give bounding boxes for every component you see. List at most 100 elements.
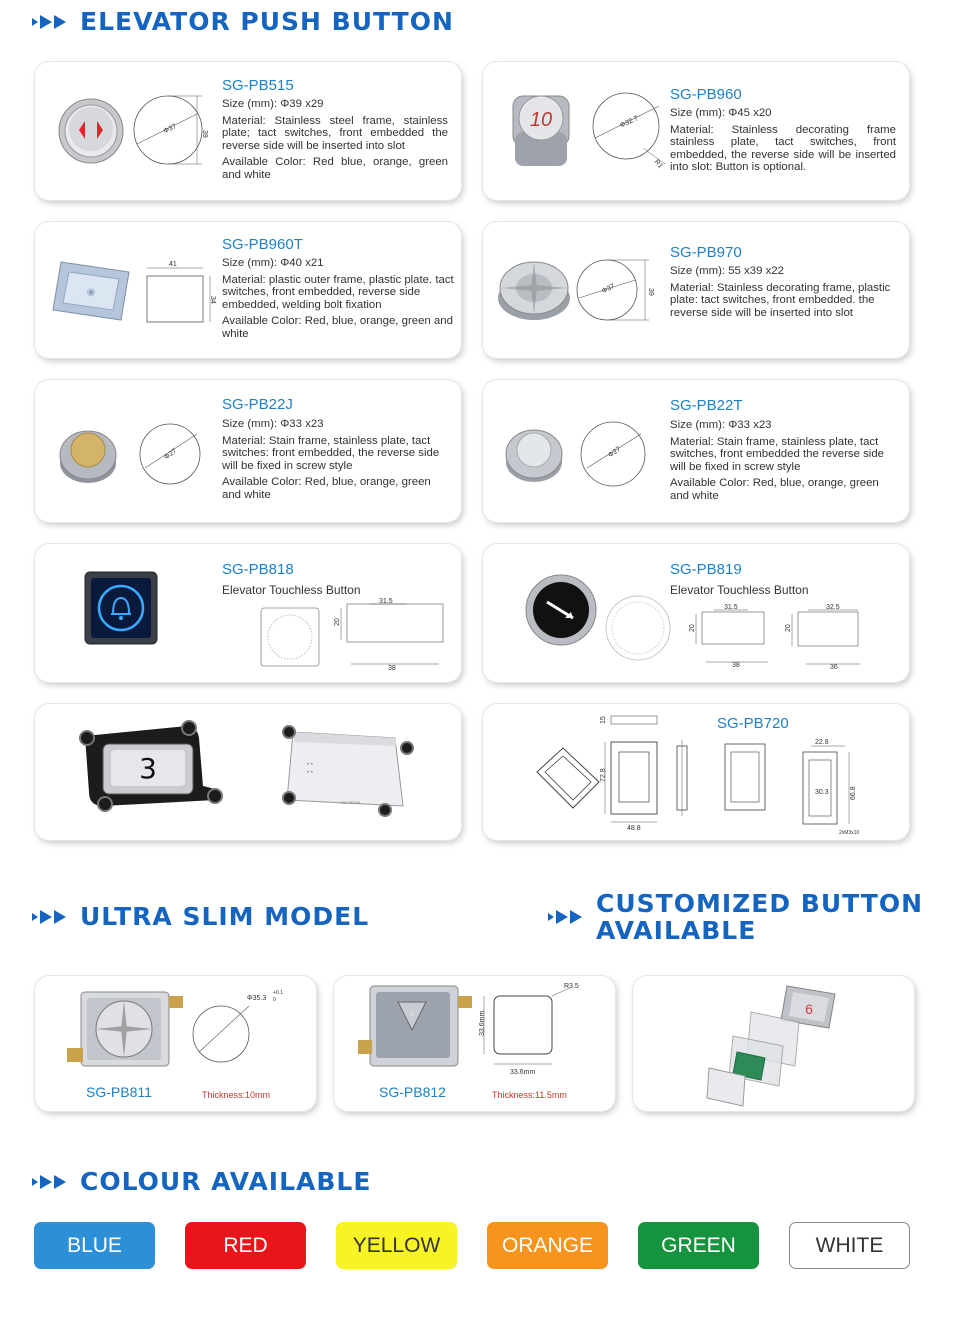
- size-text: Size (mm): 55 x39 x22: [670, 265, 784, 277]
- pb819-height2-label: 20: [785, 624, 792, 632]
- heading-text-line2: AVAILABLE: [596, 916, 757, 945]
- product-specs: Size (mm): Φ45 x20 Material: Stainless d…: [670, 107, 896, 178]
- pb819-width4-label: 36: [830, 664, 838, 671]
- colour-red: RED: [185, 1222, 306, 1269]
- pb812-drawing: 6 R3.5 33.6mm 33.6mm: [358, 983, 579, 1076]
- material-text: Material: Stainless decorating frame, pl…: [670, 281, 891, 319]
- material-text: Material: Stain frame, stainless plate, …: [670, 435, 885, 473]
- pb720-back-label: SG-PB720: [341, 800, 361, 805]
- color-text: Available Color: Red, blue, orange, gree…: [670, 477, 879, 502]
- customized-button-card: 6: [633, 976, 914, 1111]
- pb811-tol0-label: 0: [273, 997, 276, 1003]
- pb812-radius-label: R3.5: [564, 983, 579, 990]
- product-card-pb970: Φ37 39 SG-PB970 Size (mm): 55 x39 x22 Ma…: [483, 222, 909, 358]
- product-card-pb720: SG-PB720 15 72.8 48.8 22.8 30.3 66.8 2xM…: [483, 704, 909, 840]
- pb812-width-label: 33.6mm: [510, 1069, 535, 1076]
- pb720-w-label: 48.8: [627, 825, 641, 832]
- pb515-height-label: 39: [201, 130, 208, 138]
- pb22j-drawing: Φ27: [59, 423, 201, 485]
- thickness-text: Thickness:11.5mm: [492, 1090, 567, 1100]
- pb720-dimension-drawing: 15 72.8 48.8 22.8 30.3 66.8 2xM3x10: [536, 715, 860, 836]
- product-specs: Size (mm): Φ33 x23 Material: Stain frame…: [222, 418, 448, 506]
- pb720-h3-label: 66.8: [850, 786, 857, 800]
- pb812-number: 6: [409, 1008, 414, 1018]
- pb960-dia-label: Φ32.7: [619, 115, 639, 130]
- pb818-height-label: 20: [334, 618, 341, 626]
- model-number: SG-PB960T: [222, 236, 303, 253]
- section-heading-custom: CUSTOMIZED BUTTON AVAILABLE: [548, 890, 923, 944]
- pb720-h2-label: 30.3: [815, 789, 829, 796]
- color-text: Available Color: Red, blue, orange, gree…: [222, 315, 453, 340]
- material-text: Material: plastic outer frame, plastic p…: [222, 273, 454, 311]
- section-heading-elevator: ELEVATOR PUSH BUTTON: [32, 8, 454, 35]
- pb970-height-label: 39: [647, 288, 654, 296]
- size-text: Size (mm): Φ33 x23: [670, 419, 772, 431]
- customized-exploded-drawing: 6: [706, 985, 836, 1107]
- pb720-top-label: 15: [600, 716, 607, 724]
- thickness-text: Thickness:10mm: [202, 1090, 271, 1100]
- up-down-arrows-icon: [79, 121, 103, 139]
- pb515-drawing: Φ37 39: [58, 95, 208, 165]
- color-text: Available Color: Red blue, orange, green…: [222, 156, 448, 181]
- product-description: Elevator Touchless Button: [670, 583, 809, 597]
- pb811-tol-label: +0.1: [273, 990, 283, 996]
- product-description: Elevator Touchless Button: [222, 583, 361, 597]
- section-heading-slim: ULTRA SLIM MODEL: [32, 903, 369, 930]
- pb818-dimension-drawing: 31.5 20 38: [260, 598, 444, 672]
- pb970-dia-label: Φ37: [601, 283, 616, 295]
- svg-text:6: 6: [805, 1001, 813, 1017]
- pb960t-height-label: 34: [209, 296, 216, 304]
- model-number: SG-PB818: [222, 561, 294, 578]
- pb812-height-label: 33.6mm: [479, 1011, 486, 1036]
- pb819-width3-label: 32.5: [826, 604, 840, 611]
- pb819-width-label: 31.5: [724, 604, 738, 611]
- product-specs: Size (mm): 55 x39 x22 Material: Stainles…: [670, 265, 896, 323]
- size-text: Size (mm): Φ39 x29: [222, 98, 324, 110]
- color-text: Available Color: Red, blue, orange, gree…: [222, 476, 431, 501]
- colour-green: GREEN: [638, 1222, 759, 1269]
- model-number: SG-PB970: [670, 244, 742, 261]
- pb819-height-label: 20: [689, 624, 696, 632]
- model-number: SG-PB819: [670, 561, 742, 578]
- size-text: Size (mm): Φ40 x21: [222, 257, 324, 269]
- product-card-pb811: Φ35.3 +0.1 0 SG-PB811 Thickness:10mm: [35, 976, 316, 1111]
- pb970-drawing: Φ37 39: [498, 259, 654, 321]
- colour-white: WHITE: [789, 1222, 910, 1269]
- model-number: SG-PB720: [717, 715, 789, 732]
- product-card-pb960t: ◉ 41 34 SG-PB960T Size (mm): Φ40 x21 Mat…: [35, 222, 461, 358]
- colour-blue: BLUE: [34, 1222, 155, 1269]
- arrows-icon: [548, 910, 584, 924]
- pb720-back-photo: • • • • SG-PB720: [282, 725, 414, 817]
- pb960-number: 10: [530, 109, 552, 131]
- pb22j-dia-label: Φ27: [163, 448, 178, 461]
- pb819-front-outline: [605, 595, 671, 661]
- pb720-front-photo: 3: [79, 720, 223, 812]
- material-text: Material: Stainless steel frame, stainle…: [222, 114, 448, 152]
- bell-icon: [111, 596, 131, 620]
- pb818-width2-label: 38: [388, 665, 396, 672]
- pb819-drawing: [525, 574, 597, 646]
- product-specs: Size (mm): Φ33 x23 Material: Stain frame…: [670, 419, 896, 507]
- colour-yellow: YELLOW: [336, 1222, 457, 1269]
- product-card-pb819: 31.5 20 38 32.5 20 36 SG-PB819 Elevator …: [483, 544, 909, 682]
- pb515-dia-label: Φ37: [163, 123, 178, 135]
- heading-text: ELEVATOR PUSH BUTTON: [80, 7, 454, 36]
- arrows-icon: [32, 14, 68, 29]
- pb960-drawing: 10 Φ32.7 R1: [512, 92, 666, 170]
- arrows-icon: [32, 909, 68, 924]
- heading-text: COLOUR AVAILABLE: [80, 1167, 372, 1196]
- svg-text:• •: • •: [307, 762, 313, 768]
- heading-text-line1: CUSTOMIZED BUTTON: [596, 889, 924, 918]
- product-card-pb22t: Φ27 SG-PB22T Size (mm): Φ33 x23 Material…: [483, 380, 909, 522]
- pb818-width-label: 31.5: [379, 598, 393, 605]
- heading-text: ULTRA SLIM MODEL: [80, 902, 370, 931]
- colour-orange: ORANGE: [487, 1222, 608, 1269]
- svg-text:◉: ◉: [87, 287, 96, 298]
- pb720-number: 3: [139, 752, 157, 785]
- pb960-radius-label: R1: [653, 159, 664, 170]
- product-card-pb22j: Φ27 SG-PB22J Size (mm): Φ33 x23 Material…: [35, 380, 461, 522]
- size-text: Size (mm): Φ45 x20: [670, 107, 772, 119]
- pb819-width2-label: 38: [732, 662, 740, 669]
- pb22t-dia-label: Φ27: [607, 446, 622, 459]
- pb819-dimension-drawing: 31.5 20 38 32.5 20 36: [689, 604, 860, 671]
